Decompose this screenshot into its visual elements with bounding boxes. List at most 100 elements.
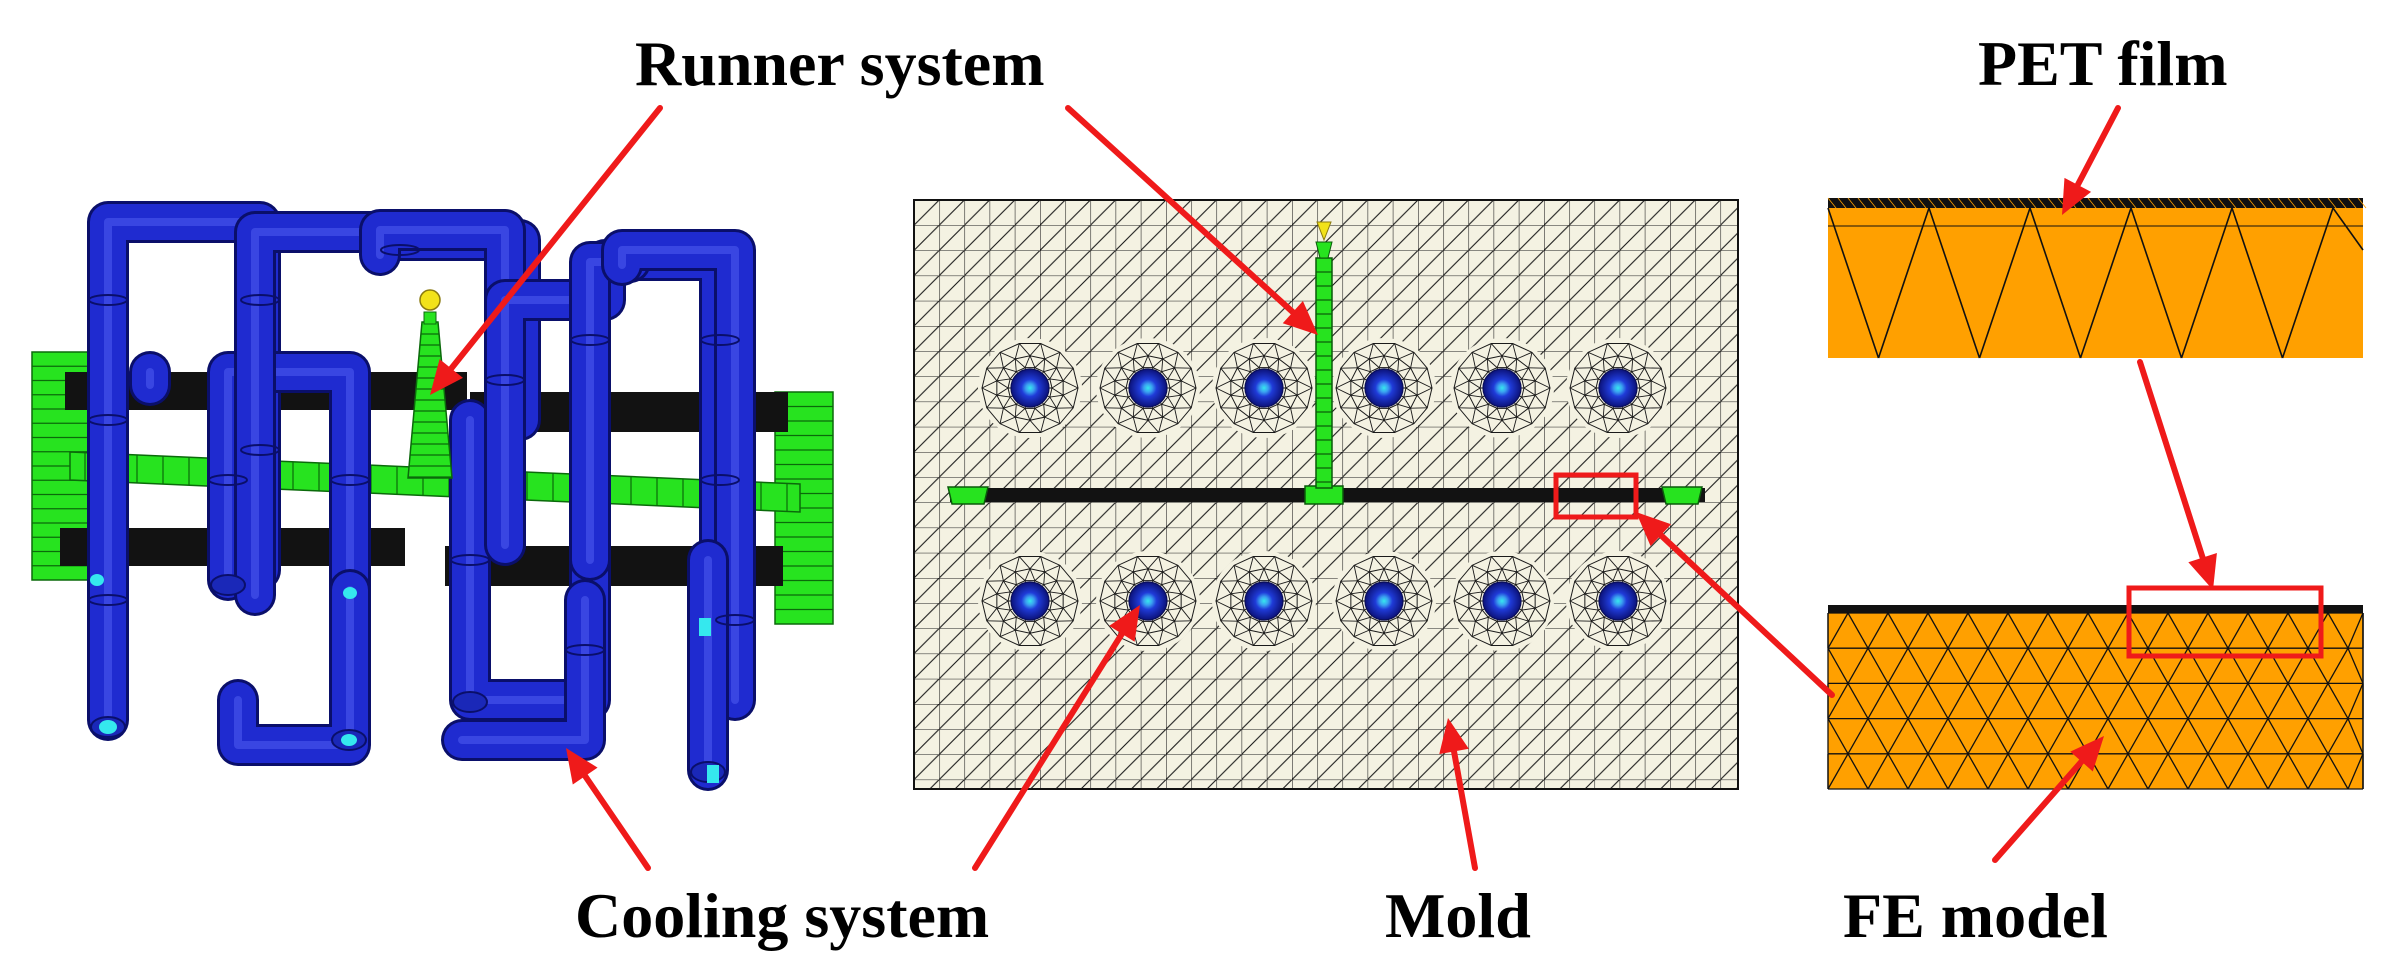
dense-mesh-edge bbox=[1018, 556, 1031, 569]
dense-mesh-edge bbox=[1368, 621, 1380, 631]
dense-mesh-edge bbox=[1631, 404, 1634, 418]
fe-element-edge bbox=[1867, 718, 1889, 755]
dense-mesh-edge bbox=[1534, 580, 1546, 595]
dense-mesh-edge bbox=[1486, 617, 1489, 631]
dense-mesh-edge bbox=[1252, 420, 1265, 433]
dense-mesh-edge bbox=[1180, 367, 1192, 382]
dense-mesh-edge bbox=[1161, 358, 1164, 372]
dense-mesh-edge bbox=[999, 408, 1004, 424]
dense-mesh-edge bbox=[1628, 629, 1634, 646]
dense-mesh-edge bbox=[1049, 609, 1057, 622]
dense-mesh-edge bbox=[1496, 355, 1503, 368]
dense-mesh-edge bbox=[1501, 556, 1514, 569]
fe-element-edge bbox=[2287, 753, 2309, 790]
dense-mesh-edge bbox=[1132, 416, 1138, 433]
dense-mesh-edge bbox=[1353, 629, 1370, 638]
dense-mesh-edge bbox=[1043, 616, 1057, 622]
dense-mesh-edge bbox=[1277, 403, 1291, 409]
fe-element-edge bbox=[2107, 753, 2129, 790]
dense-mesh-edge bbox=[1277, 367, 1291, 373]
fe-element-edge bbox=[1927, 718, 1949, 755]
dense-mesh-edge bbox=[1383, 408, 1390, 421]
pet-film-element bbox=[1947, 197, 1957, 209]
pet-film-element bbox=[2037, 197, 2047, 209]
dense-mesh-edge bbox=[1051, 600, 1064, 609]
dense-mesh-edge bbox=[1574, 580, 1586, 595]
pet-film-element bbox=[2337, 197, 2347, 209]
dense-mesh-edge bbox=[1029, 633, 1042, 646]
dense-mesh-edge bbox=[1512, 629, 1518, 646]
fe-element-edge bbox=[2107, 718, 2129, 755]
dense-mesh-edge bbox=[1368, 617, 1371, 631]
fe-element-edge bbox=[2307, 753, 2329, 790]
dense-mesh-edge bbox=[1290, 408, 1295, 424]
dense-mesh-edge bbox=[1416, 387, 1433, 396]
dense-mesh-edge bbox=[1534, 387, 1551, 396]
dense-mesh-edge bbox=[1397, 617, 1400, 631]
dense-mesh-edge bbox=[1521, 396, 1529, 409]
dense-mesh-edge bbox=[1283, 591, 1298, 595]
dense-mesh-edge bbox=[1383, 568, 1390, 581]
dense-mesh-edge bbox=[1043, 580, 1057, 586]
dense-mesh-edge bbox=[1602, 617, 1605, 631]
dense-mesh-edge bbox=[1174, 352, 1179, 368]
dense-mesh-edge bbox=[1534, 367, 1546, 382]
dense-mesh-edge bbox=[1368, 343, 1374, 360]
dense-mesh-edge bbox=[1161, 404, 1164, 418]
dense-mesh-edge bbox=[1471, 352, 1476, 368]
dense-mesh-edge bbox=[1416, 580, 1428, 595]
dense-mesh-edge bbox=[1458, 394, 1470, 409]
dense-mesh-edge bbox=[1114, 387, 1127, 396]
dense-mesh-edge bbox=[1631, 403, 1645, 409]
pipe-joint bbox=[380, 244, 420, 256]
fe-element-edge bbox=[2227, 753, 2249, 790]
dense-mesh-edge bbox=[1040, 556, 1046, 573]
fe-element-edge bbox=[1887, 753, 1909, 790]
dense-mesh-edge bbox=[1161, 580, 1175, 586]
pet-film-element bbox=[2227, 197, 2237, 209]
dense-mesh-edge bbox=[1147, 408, 1154, 421]
dense-mesh-edge bbox=[1162, 351, 1179, 360]
fe-element-edge bbox=[2087, 683, 2109, 719]
dense-mesh-edge bbox=[1496, 621, 1503, 634]
dense-mesh-edge bbox=[1471, 621, 1476, 637]
dense-mesh-edge bbox=[1617, 633, 1630, 646]
fe-element-edge bbox=[1947, 683, 1969, 719]
dense-mesh-edge bbox=[1383, 355, 1390, 368]
pet-film-element bbox=[2167, 197, 2177, 209]
fe-element-edge bbox=[2047, 647, 2069, 684]
dense-mesh-edge bbox=[1398, 629, 1415, 638]
dense-mesh-edge bbox=[1468, 600, 1481, 609]
callout-arrows bbox=[430, 105, 2217, 871]
dense-mesh-edge bbox=[1167, 609, 1175, 622]
dense-mesh-edge bbox=[1528, 408, 1533, 424]
fe-element-edge bbox=[1847, 683, 1869, 719]
dense-mesh-edge bbox=[1357, 403, 1371, 409]
fe-element-edge bbox=[2287, 612, 2309, 649]
dense-mesh-edge bbox=[1049, 394, 1064, 398]
dense-mesh-edge bbox=[1056, 621, 1061, 637]
dense-mesh-edge bbox=[1416, 607, 1428, 622]
dense-mesh-edge bbox=[1639, 380, 1652, 389]
dense-mesh-edge bbox=[1515, 616, 1529, 622]
dense-mesh-edge bbox=[1602, 358, 1614, 368]
dense-mesh-edge bbox=[1018, 633, 1031, 646]
dense-mesh-edge bbox=[1121, 396, 1129, 409]
dense-mesh-edge bbox=[1410, 408, 1415, 424]
dense-mesh-edge bbox=[1263, 556, 1276, 569]
dense-mesh-edge bbox=[1397, 571, 1400, 585]
cooling-pipe-highlight bbox=[618, 246, 739, 704]
dense-mesh-edge bbox=[1043, 404, 1046, 418]
dense-mesh-edge bbox=[1490, 420, 1503, 433]
dense-mesh-edge bbox=[999, 416, 1016, 425]
dense-mesh-edge bbox=[1248, 408, 1260, 418]
pet-film-element bbox=[2017, 197, 2027, 209]
dense-mesh-edge bbox=[1121, 403, 1135, 409]
dense-mesh-edge bbox=[1230, 607, 1245, 611]
dense-mesh-edge bbox=[1230, 380, 1243, 389]
dense-mesh-edge bbox=[1258, 355, 1265, 368]
dense-mesh-edge bbox=[1516, 416, 1533, 425]
dense-mesh-edge bbox=[1515, 367, 1529, 373]
label-mold: Mold bbox=[1385, 880, 1531, 951]
dense-mesh-edge bbox=[1410, 352, 1415, 368]
